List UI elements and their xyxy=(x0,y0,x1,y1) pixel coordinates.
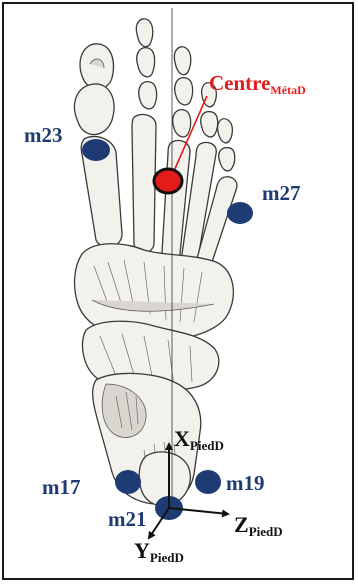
marker-m27 xyxy=(227,202,253,224)
y-axis-label: YPiedD xyxy=(134,538,184,565)
marker-m19 xyxy=(195,470,221,494)
foot-diagram: CentreMétaD m23 m27 m17 m19 m21 XPiedD Z… xyxy=(4,4,352,578)
y-axis-subscript: PiedD xyxy=(150,550,184,565)
x-axis-subscript: PiedD xyxy=(190,438,224,453)
z-axis-label: ZPiedD xyxy=(234,512,283,539)
marker-m21-label: m21 xyxy=(108,507,147,531)
marker-m23-label: m23 xyxy=(24,123,63,147)
centre-label-subscript: MétaD xyxy=(270,83,306,97)
foot-diagram-frame: CentreMétaD m23 m27 m17 m19 m21 XPiedD Z… xyxy=(2,2,354,580)
centre-metad-marker xyxy=(154,169,182,193)
centre-label-text: Centre xyxy=(209,71,270,95)
marker-m19-label: m19 xyxy=(226,471,265,495)
y-axis-letter: Y xyxy=(134,538,150,563)
marker-m17 xyxy=(115,470,141,494)
z-axis-letter: Z xyxy=(234,512,249,537)
marker-m23 xyxy=(82,139,110,161)
z-axis-subscript: PiedD xyxy=(249,524,283,539)
centre-metad-label: CentreMétaD xyxy=(209,71,306,97)
marker-m17-label: m17 xyxy=(42,475,81,499)
marker-m27-label: m27 xyxy=(262,181,301,205)
x-axis-letter: X xyxy=(174,426,190,451)
